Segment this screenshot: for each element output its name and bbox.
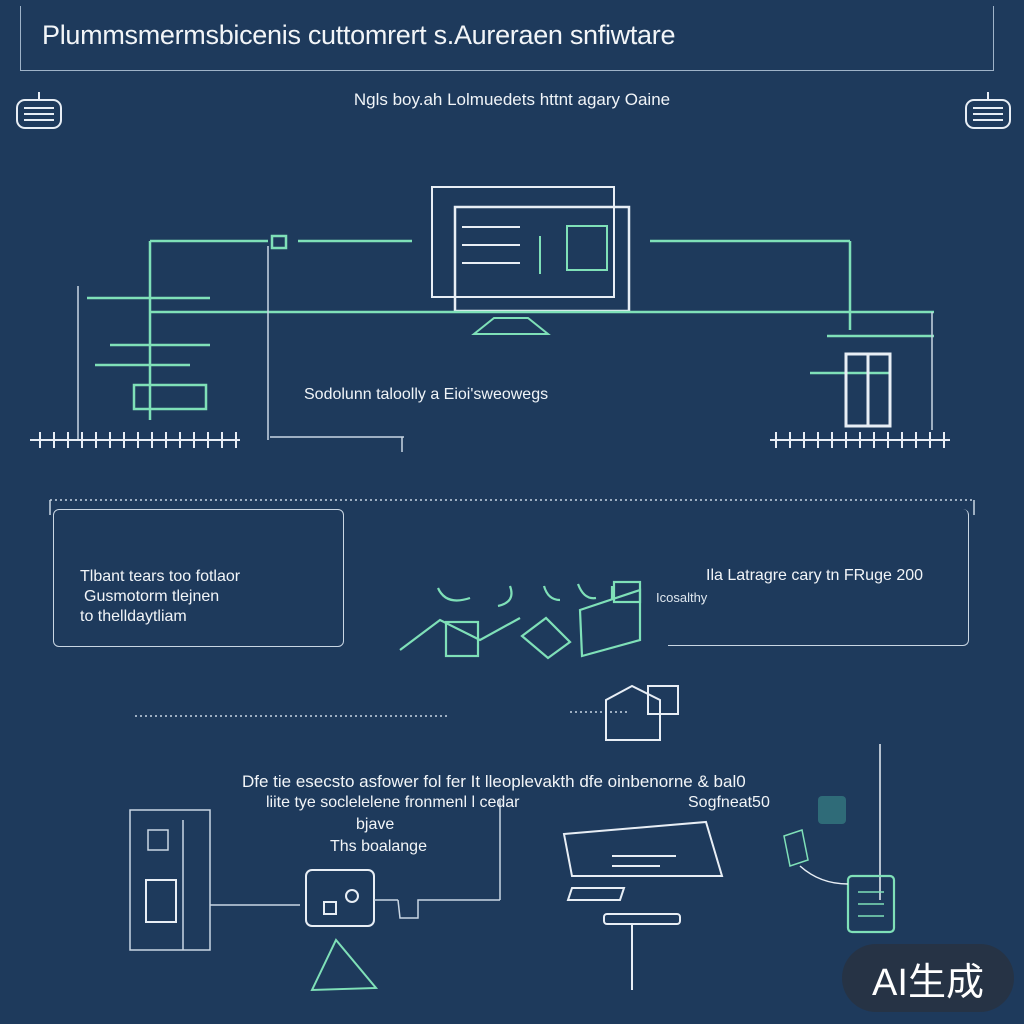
tick-rulers [39,432,945,448]
page-title: Plummsmermsbicenis cuttomrert s.Aureraen… [42,20,676,50]
title-frame [20,6,994,71]
left-info-box [53,509,344,647]
network-sketch-icon [399,580,642,660]
robot-icon-right [965,92,1011,129]
terminal-icon [305,800,501,992]
page-subtitle: Ngls boy.ah Lolmuedets httnt agary Oaine [353,90,671,109]
right-box-subtext: Icosalthy [656,590,708,605]
right-box-heading: Ila Latragre cary tn FRuge 200 [706,567,924,584]
connection-lines [87,234,934,420]
diagram-caption: Sodolunn taloolly a Eioi'sweowegs [304,386,549,403]
monitor-icon [431,186,631,335]
bottom-text-line: Ths boalange [330,838,427,855]
device-stack-icon [129,809,300,951]
right-info-box [668,509,969,646]
ai-generated-badge: AI生成 [842,944,1014,1012]
bottom-text-line: Sogfneat50 [688,794,770,811]
left-box-line: Tlbant tears too fotlaor [80,568,241,585]
node-square-icon [818,796,846,824]
left-box-line: to thelldaytliam [80,608,187,625]
bottom-text-line: bjave [356,816,395,833]
left-box-text: Tlbant tears too fotlaor Gusmotorm tlejn… [80,567,240,627]
bottom-text-line: liite tye soclelelene fronmenl l cedar [266,794,520,811]
left-box-line: Gusmotorm tlejnen [84,588,220,605]
bottom-text-line: Dfe tie esecsto asfower fol fer It lleop… [242,772,746,791]
laptop-icon [562,820,724,990]
robot-icon-left [16,92,62,129]
